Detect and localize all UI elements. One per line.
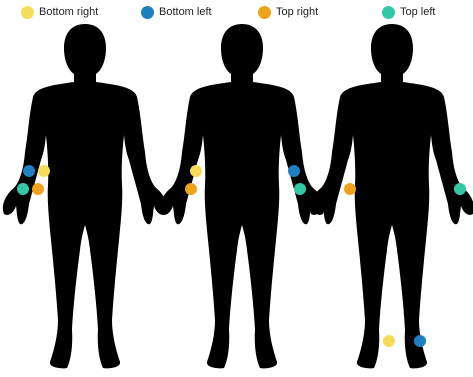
- body-silhouette-2: [160, 24, 324, 368]
- marker-bottom-left: [23, 165, 35, 177]
- marker-top-left: [17, 183, 29, 195]
- marker-top-right: [185, 183, 197, 195]
- marker-bottom-left: [414, 335, 426, 347]
- marker-bottom-right: [190, 165, 202, 177]
- marker-bottom-right: [383, 335, 395, 347]
- body-silhouette-1: [3, 24, 167, 368]
- marker-top-right: [32, 183, 44, 195]
- marker-bottom-right: [38, 165, 50, 177]
- marker-bottom-left: [288, 165, 300, 177]
- body-silhouette-3: [310, 24, 473, 368]
- marker-top-right: [344, 183, 356, 195]
- marker-top-left: [454, 183, 466, 195]
- marker-top-left: [294, 183, 306, 195]
